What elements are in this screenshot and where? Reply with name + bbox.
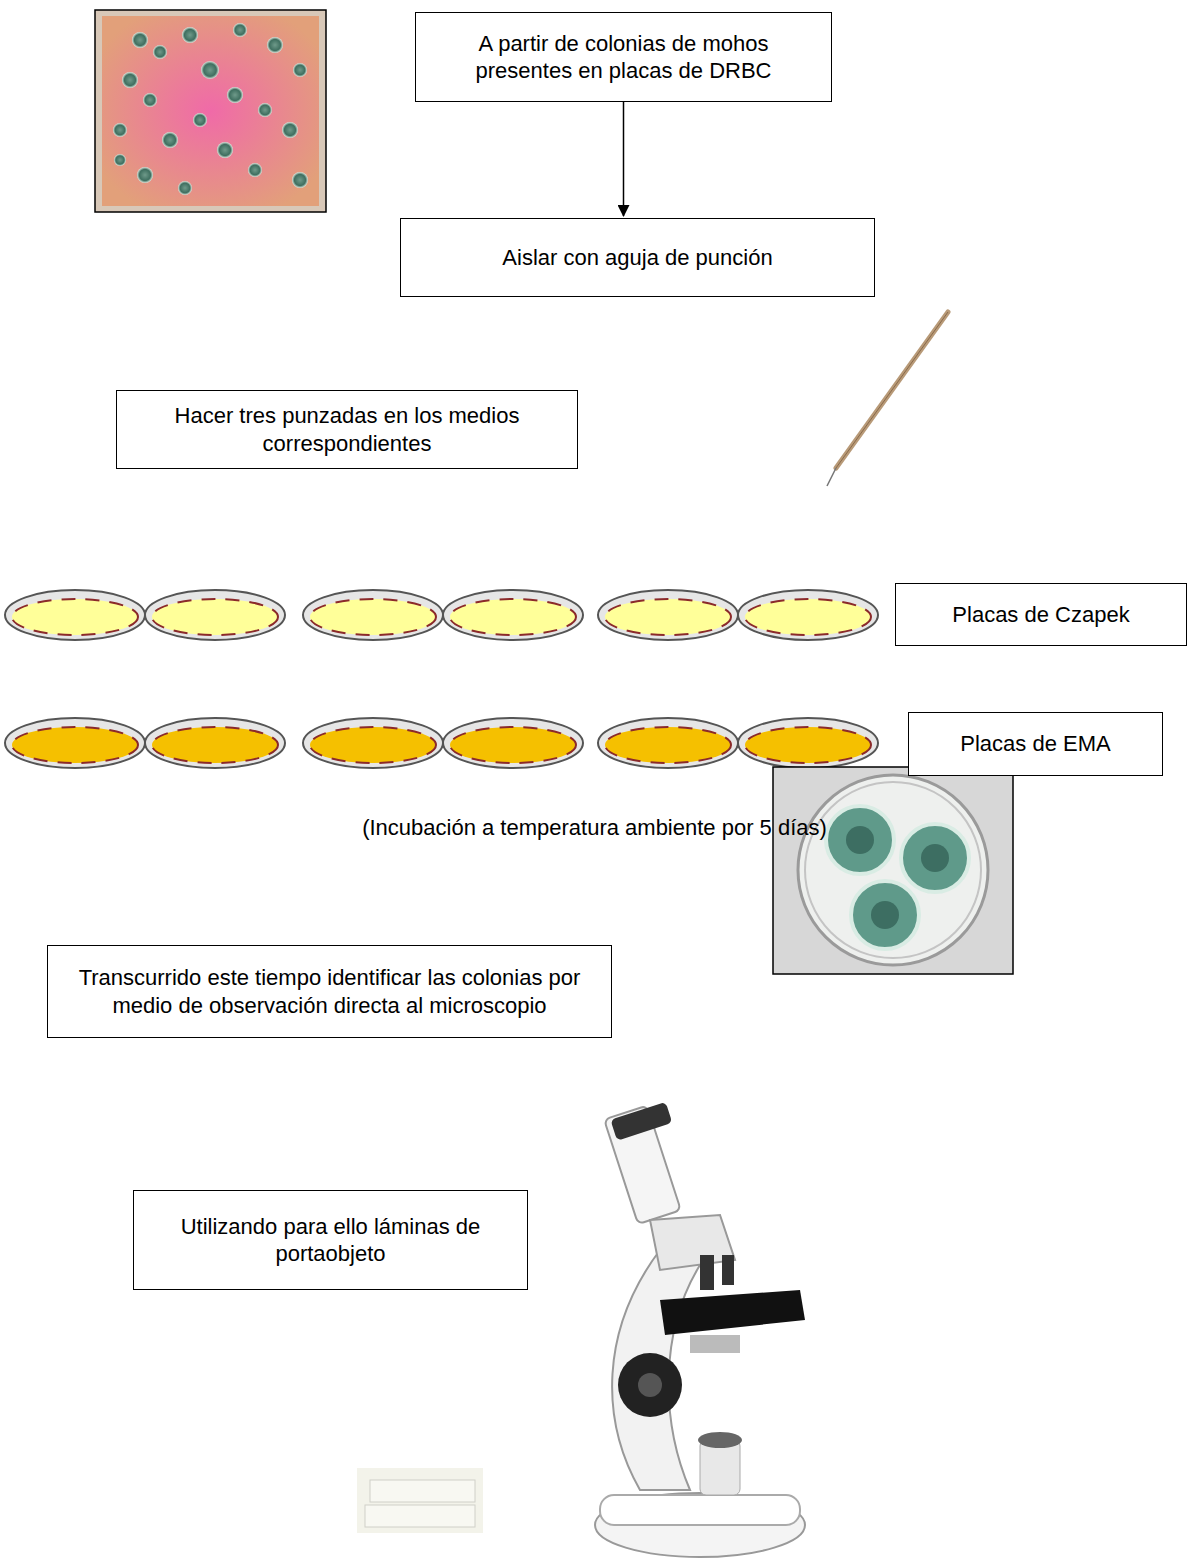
process-box: Placas de EMA — [908, 712, 1163, 776]
box-text: Utilizando para ello láminas de portaobj… — [148, 1213, 513, 1268]
drbc-plate-photo — [95, 10, 326, 212]
colonies-plate-photo — [773, 767, 1013, 974]
petri-plate — [5, 718, 145, 768]
petri-plate — [443, 590, 583, 640]
petri-plate — [738, 718, 878, 768]
box-text: Placas de EMA — [960, 730, 1110, 758]
process-box: Placas de Czapek — [895, 583, 1187, 646]
petri-plate — [145, 590, 285, 640]
petri-plate — [598, 590, 738, 640]
flow-arrow — [623, 102, 625, 216]
box-text: Transcurrido este tiempo identificar las… — [62, 964, 597, 1019]
process-box: Utilizando para ello láminas de portaobj… — [133, 1190, 528, 1290]
note-label: (Incubación a temperatura ambiente por 5… — [0, 815, 1189, 841]
needle — [827, 312, 948, 486]
box-text: A partir de colonias de mohos presentes … — [430, 30, 817, 85]
box-text: Aislar con aguja de punción — [502, 244, 772, 272]
petri-plate — [303, 590, 443, 640]
petri-plate — [598, 718, 738, 768]
petri-plate — [443, 718, 583, 768]
box-text: Placas de Czapek — [952, 601, 1129, 629]
petri-plate — [303, 718, 443, 768]
petri-plate — [5, 590, 145, 640]
czapek-plates — [5, 590, 878, 768]
process-box: Hacer tres punzadas en los medios corres… — [116, 390, 578, 469]
petri-plate — [145, 718, 285, 768]
process-box: Transcurrido este tiempo identificar las… — [47, 945, 612, 1038]
microscope — [595, 1102, 805, 1557]
process-box: Aislar con aguja de punción — [400, 218, 875, 297]
petri-plate — [738, 590, 878, 640]
process-box: A partir de colonias de mohos presentes … — [415, 12, 832, 102]
glass-slides — [357, 1468, 483, 1533]
box-text: Hacer tres punzadas en los medios corres… — [131, 402, 563, 457]
